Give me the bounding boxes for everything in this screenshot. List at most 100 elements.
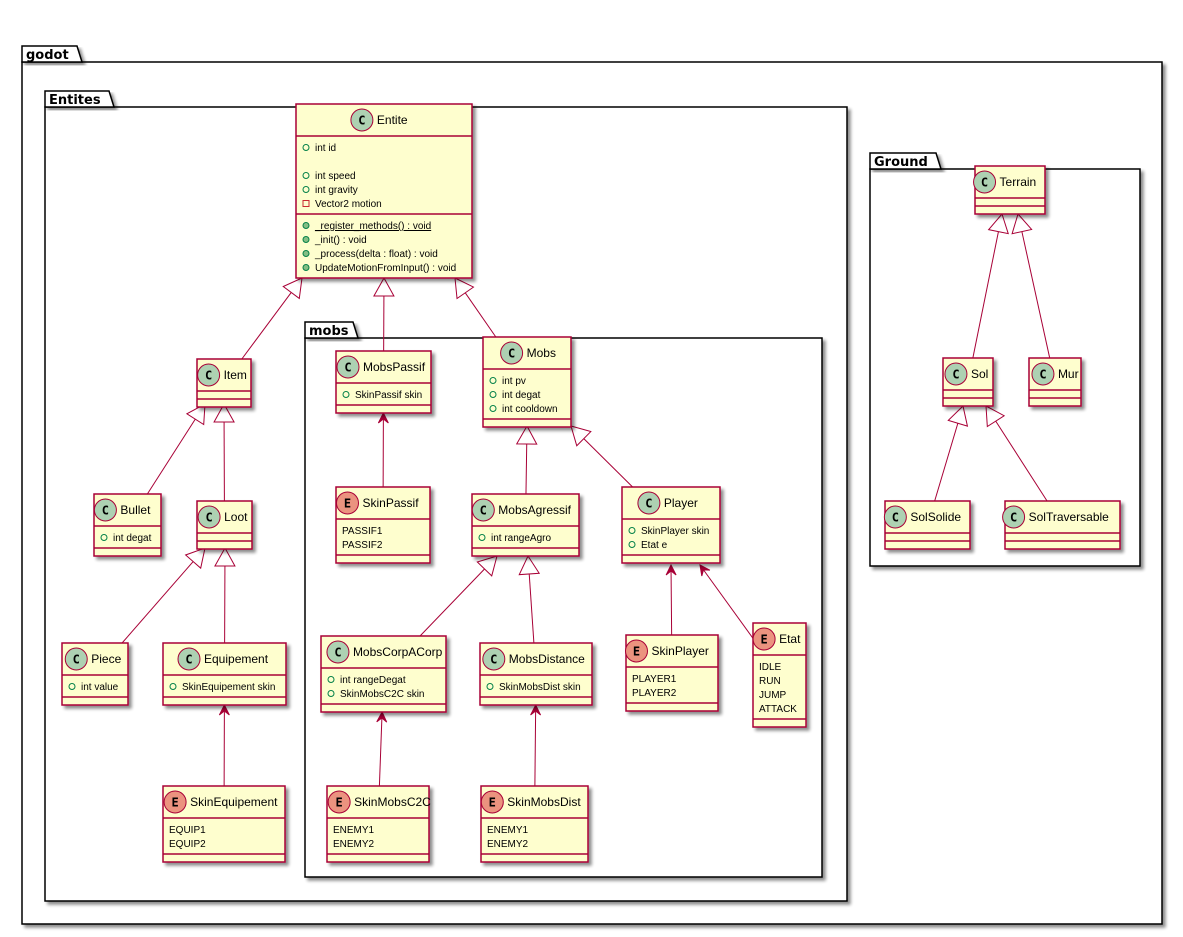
public-visibility-icon: [302, 186, 310, 193]
package-tab: [21, 45, 84, 63]
inheritance-edge-mobs-agressif-to-mobs: [515, 424, 538, 495]
open-arrowhead: [665, 563, 677, 576]
field-row: int id: [302, 143, 336, 154]
public-visibility-icon: [100, 534, 108, 541]
field-declaration: int degat: [502, 390, 541, 401]
package-ground: Ground: [869, 152, 1141, 567]
field-row: int speed: [302, 171, 356, 182]
class-name: MobsPassif: [363, 360, 426, 374]
enum-value: IDLE: [759, 662, 782, 673]
hollow-triangle-arrowhead: [373, 276, 395, 297]
enum-stereotype-icon: E: [752, 627, 776, 651]
private-visibility-icon: [302, 200, 310, 207]
edge-line: [972, 231, 999, 359]
package-frame: [869, 168, 1141, 567]
class-name: MobsAgressif: [498, 503, 571, 517]
class-name: Etat: [779, 632, 801, 646]
public-method-icon: [302, 264, 310, 271]
class-name: SkinPassif: [363, 496, 420, 510]
edge-line: [995, 420, 1048, 502]
enum-value: ATTACK: [759, 704, 797, 715]
hollow-triangle-arrowhead: [213, 402, 235, 423]
edge-line: [699, 564, 754, 639]
class-stereotype-icon: C: [482, 647, 506, 671]
class-stereotype-icon: C: [177, 647, 201, 671]
stereotype-letter: C: [1039, 368, 1046, 382]
method-row: _init() : void: [302, 235, 367, 246]
hollow-triangle-arrowhead: [985, 405, 1006, 428]
stereotype-letter: C: [102, 504, 109, 518]
edge-line: [419, 568, 485, 637]
stereotype-letter: C: [981, 176, 988, 190]
method-row: _process(delta : float) : void: [302, 249, 438, 260]
field-row: SkinMobsDist skin: [486, 682, 581, 693]
field-row: int cooldown: [489, 404, 558, 415]
field-row: int value: [68, 682, 119, 693]
stereotype-letter: C: [952, 368, 959, 382]
field-declaration: SkinMobsC2C skin: [340, 689, 424, 700]
stereotype-letter: C: [344, 361, 351, 375]
stereotype-letter: E: [171, 796, 178, 810]
class-name: SkinMobsDist: [507, 795, 581, 809]
class-stereotype-icon: C: [197, 363, 221, 387]
public-visibility-icon: [302, 144, 310, 151]
field-row: int rangeAgro: [478, 533, 551, 544]
enum-value: PASSIF2: [342, 540, 383, 551]
inheritance-edge-mobs-to-entite: [454, 277, 497, 338]
hollow-triangle-arrowhead: [1011, 212, 1033, 235]
edge-line: [670, 564, 673, 636]
field-row: int gravity: [302, 185, 358, 196]
class-stereotype-icon: C: [350, 108, 374, 132]
inheritance-edge-sol-solide-to-sol: [934, 405, 969, 502]
hollow-triangle-arrowhead: [987, 212, 1009, 235]
edge-line: [934, 423, 959, 502]
stereotype-letter: C: [185, 653, 192, 667]
enum-value: ENEMY1: [487, 825, 529, 836]
class-box: [61, 642, 129, 706]
class-name: Item: [224, 368, 247, 382]
field-row: SkinPassif skin: [342, 390, 422, 401]
enum-value: EQUIP1: [169, 825, 206, 836]
class-name: MobsCorpACorp: [353, 645, 443, 659]
inheritance-edge-mur-to-terrain: [1011, 212, 1051, 359]
class-name: Bullet: [120, 503, 151, 517]
enum-stereotype-icon: E: [625, 639, 648, 663]
class-name: Equipement: [204, 652, 269, 666]
class-stereotype-icon: C: [944, 362, 968, 386]
field-declaration: int id: [315, 143, 336, 154]
public-visibility-icon: [327, 676, 335, 683]
edge-line: [146, 418, 196, 495]
stereotype-letter: C: [1010, 511, 1017, 525]
stereotype-letter: E: [489, 796, 496, 810]
package-label: mobs: [309, 324, 349, 339]
stereotype-letter: E: [633, 645, 640, 659]
inheritance-edge-equipement-to-loot: [214, 546, 236, 644]
association-edge-skin-player-to-player: [665, 563, 677, 636]
hollow-triangle-arrowhead: [947, 405, 969, 427]
